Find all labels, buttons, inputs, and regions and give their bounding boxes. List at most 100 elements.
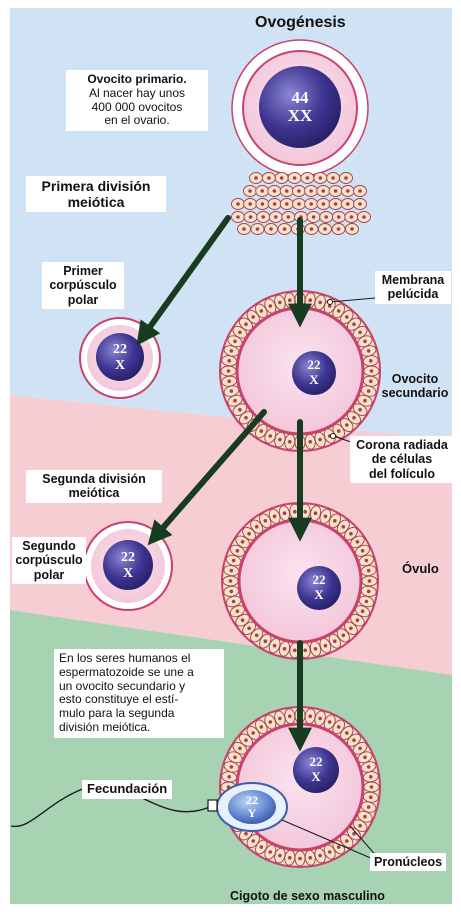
follicle-cell-nucleus [297, 189, 301, 193]
follicle-cell-nucleus [306, 176, 310, 180]
first-polar-body-chromosomes-sex: X [115, 358, 125, 373]
follicle-cell-nucleus [358, 202, 362, 206]
secondary-oocyte-chromosomes-sex: X [309, 372, 319, 387]
follicle-cell-nucleus [264, 639, 268, 643]
male-pronucleus-chromosomes-sex: Y [248, 806, 257, 820]
follicle-cell-nucleus [242, 227, 246, 231]
follicle-cell-nucleus [303, 510, 307, 514]
follicle-cell-nucleus [358, 331, 362, 335]
follicle-cell-nucleus [363, 756, 367, 760]
follicle-cell-nucleus [230, 569, 234, 573]
follicle-cell-nucleus [249, 215, 253, 219]
follicle-cell-nucleus [352, 322, 356, 326]
follicle-cell-nucleus [345, 423, 349, 427]
zygote-label: Cigoto de sexo masculino [226, 888, 389, 904]
follicle-cell-nucleus [363, 815, 367, 819]
follicle-cell-nucleus [328, 850, 332, 854]
note-line-1: En los seres humanos el [59, 652, 219, 666]
first-polar-line-3: polar [45, 293, 121, 307]
follicle-cell-nucleus [236, 549, 240, 553]
follicle-cell-nucleus [251, 839, 255, 843]
leader-dot-corona [331, 434, 336, 439]
follicle-cell-nucleus [260, 845, 264, 849]
follicle-cell-nucleus [314, 647, 318, 651]
note-line-2: espermatozoide se une a [59, 666, 219, 680]
first-polar-body-chromosomes-autosomes: 22 [113, 342, 127, 357]
follicle-cell-nucleus [260, 725, 264, 729]
follicle-cell-nucleus [367, 349, 371, 353]
follicle-cell-nucleus [261, 202, 265, 206]
fertilization-note: En los seres humanos el espermatozoide s… [54, 649, 224, 738]
follicle-cell-nucleus [337, 429, 341, 433]
second-polar-body-label: Segundo corpúsculo polar [12, 537, 86, 584]
follicle-cell-nucleus [238, 747, 242, 751]
follicle-cell-nucleus [368, 579, 372, 583]
follicle-cell-nucleus [248, 202, 252, 206]
follicle-cell-nucleus [342, 634, 346, 638]
follicle-cell-nucleus [230, 349, 234, 353]
follicle-cell-nucleus [309, 202, 313, 206]
follicle-cell-nucleus [324, 515, 328, 519]
follicle-cell-nucleus [349, 627, 353, 631]
follicle-cell-nucleus [361, 549, 365, 553]
follicle-cell-nucleus [288, 856, 292, 860]
follicle-cell-nucleus [255, 634, 259, 638]
follicle-cell-nucleus [273, 515, 277, 519]
primary-oocyte-note-line-2: Al nacer hay unos [70, 87, 204, 101]
follicle-cell-nucleus [278, 438, 282, 442]
follicle-cell-nucleus [308, 440, 312, 444]
follicle-cell-nucleus [345, 731, 349, 735]
follicle-cell-nucleus [233, 399, 237, 403]
follicle-cell-nucleus [322, 189, 326, 193]
follicle-cell-nucleus [238, 408, 242, 412]
first-meiotic-division-label: Primera división meiótica [26, 176, 166, 212]
follicle-cell-nucleus [230, 765, 234, 769]
sperm-midpiece [208, 800, 217, 811]
secondary-oocyte-line-1: Ovocito [377, 372, 453, 386]
follicle-cell-nucleus [303, 649, 307, 653]
first-division-line-1: Primera división [29, 178, 163, 194]
follicle-cell-nucleus [264, 519, 268, 523]
follicle-cell-nucleus [232, 600, 236, 604]
follicle-cell-nucleus [287, 215, 291, 219]
secondary-oocyte-chromosomes-autosomes: 22 [308, 357, 321, 372]
membrane-line-2: pelúcida [378, 287, 448, 301]
note-line-6: división meiótica. [59, 721, 219, 735]
first-polar-body-nucleus [96, 333, 144, 381]
pronuclei-label: Pronúcleos [370, 853, 446, 871]
follicle-cell-nucleus [308, 856, 312, 860]
follicle-cell-nucleus [273, 202, 277, 206]
follicle-cell-nucleus [319, 176, 323, 180]
primary-oocyte-chromosomes-sex: XX [288, 106, 313, 125]
follicle-cell-nucleus [269, 434, 273, 438]
follicle-cell-nucleus [256, 227, 260, 231]
follicle-cell-nucleus [227, 369, 231, 373]
follicle-cell-nucleus [369, 359, 373, 363]
follicle-cell-nucleus [334, 189, 338, 193]
first-polar-line-2: corpúsculo [45, 278, 121, 292]
follicle-cell-nucleus [273, 189, 277, 193]
follicle-cell-nucleus [361, 609, 365, 613]
follicle-cell-nucleus [278, 301, 282, 305]
follicle-cell-nucleus [346, 202, 350, 206]
follicle-cell-nucleus [269, 227, 273, 231]
primary-oocyte-note: Ovocito primario. Al nacer hay unos 400 … [66, 70, 208, 131]
note-line-3: un ovocito secundario y [59, 680, 219, 694]
follicle-cell-nucleus [227, 775, 231, 779]
follicle-cell-nucleus [334, 202, 338, 206]
follicle-cell-nucleus [285, 202, 289, 206]
follicle-cell-nucleus [288, 298, 292, 302]
follicle-cell-nucleus [227, 359, 231, 363]
follicle-cell-nucleus [308, 714, 312, 718]
follicle-cell-nucleus [358, 189, 362, 193]
follicle-cell-nucleus [352, 416, 356, 420]
follicle-cell-nucleus [233, 340, 237, 344]
follicle-cell-nucleus [367, 805, 371, 809]
follicle-cell-nucleus [227, 379, 231, 383]
primary-oocyte-label: Ovocito primario. [70, 73, 204, 87]
follicle-cell-nucleus [232, 559, 236, 563]
follicle-cell-nucleus [269, 720, 273, 724]
follicle-cell-nucleus [370, 785, 374, 789]
follicle-cell-nucleus [370, 369, 374, 373]
follicle-cell-nucleus [349, 532, 353, 536]
